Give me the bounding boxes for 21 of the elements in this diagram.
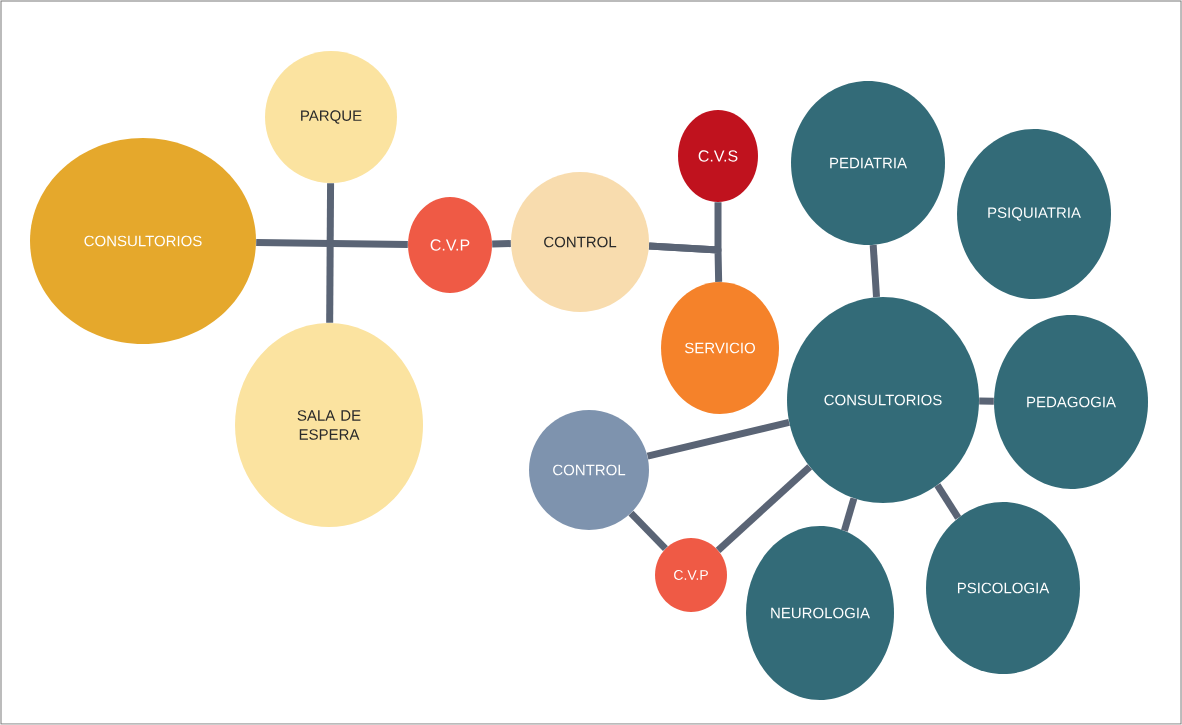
circle-node: C.V.P <box>655 538 727 612</box>
circle-node: SERVICIO <box>661 282 779 414</box>
circle-node: CONTROL <box>529 410 649 530</box>
circle-node: PSICOLOGIA <box>926 502 1080 674</box>
circle-node: CONSULTORIOS <box>787 297 979 503</box>
circle-node: CONSULTORIOS <box>30 138 256 344</box>
circle-node: NEUROLOGIA <box>746 526 894 700</box>
connector-line <box>628 510 668 552</box>
circle-node: C.V.S <box>678 110 758 202</box>
circle-node: PARQUE <box>265 51 397 183</box>
circle-node: PSIQUIATRIA <box>957 129 1111 299</box>
circle-node: PEDAGOGIA <box>994 315 1148 489</box>
connector-line <box>841 497 858 532</box>
circle-node: CONTROL <box>511 172 649 312</box>
connector-line <box>646 418 790 460</box>
connector-line <box>869 244 880 298</box>
circle-node: SALA DE ESPERA <box>235 323 423 527</box>
circle-node: C.V.P <box>408 197 492 293</box>
connector-line <box>715 464 813 553</box>
connector-line <box>934 483 962 520</box>
circle-node: PEDIATRIA <box>791 81 945 245</box>
